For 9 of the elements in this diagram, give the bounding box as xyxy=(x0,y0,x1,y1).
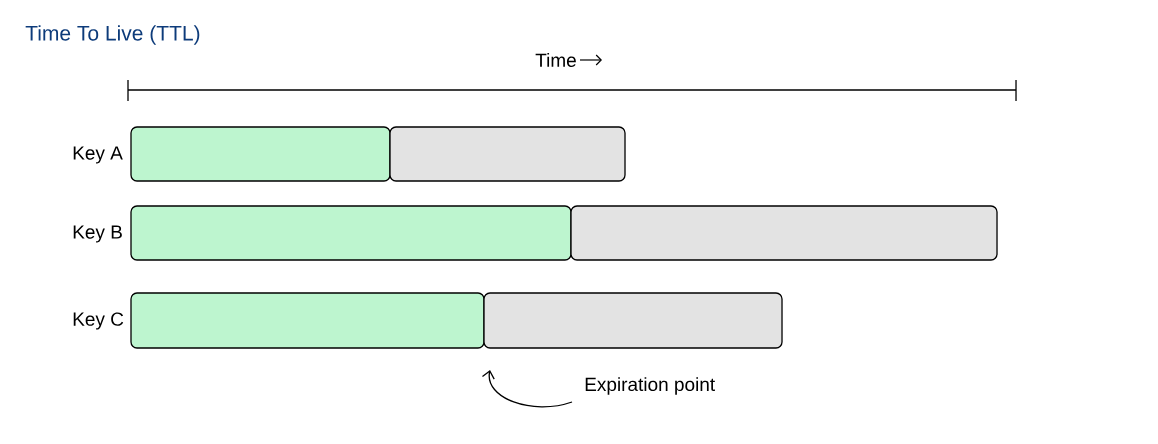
time-bar xyxy=(389,126,626,182)
time-bar xyxy=(130,126,391,182)
title: Time To Live (TTL) xyxy=(25,25,200,45)
time-bar xyxy=(570,205,998,261)
time-bar xyxy=(483,292,783,349)
callout-text: Expiration point xyxy=(585,377,715,395)
time-bar xyxy=(130,292,485,349)
curved-arrow xyxy=(481,370,573,408)
time-bar xyxy=(130,205,572,261)
